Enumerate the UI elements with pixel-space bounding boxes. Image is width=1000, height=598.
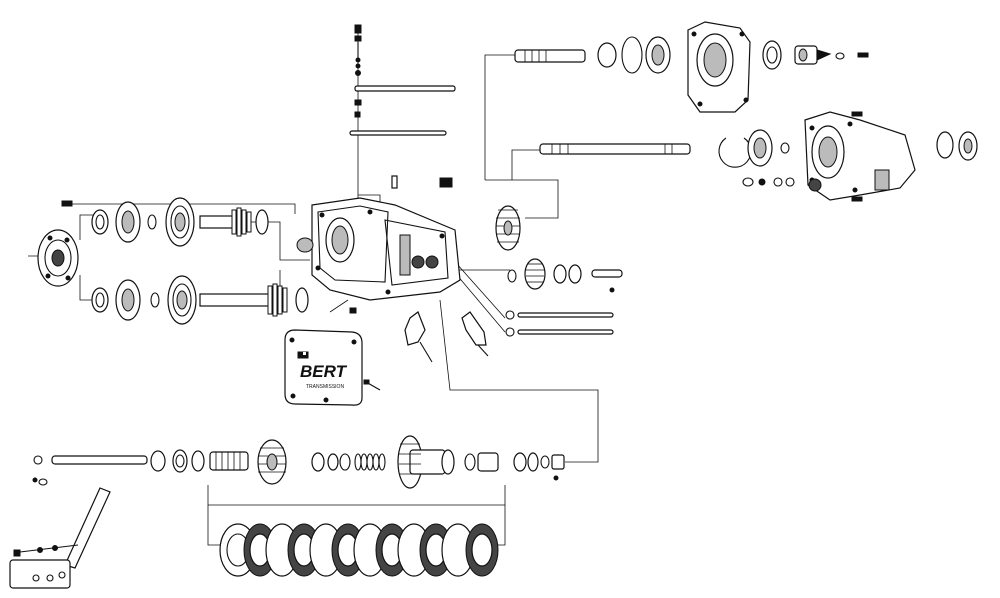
main-housing: [296, 175, 461, 314]
input-shaft-lower: [539, 129, 790, 168]
input-shaft-upper: [514, 36, 671, 74]
bellhousing-upper: [687, 21, 869, 113]
yoke-flange: [37, 200, 79, 287]
selector-rods: [505, 310, 614, 337]
bert-cover-plate: BERT TRANSMISSION: [284, 329, 381, 406]
bert-sub-text: TRANSMISSION: [306, 384, 344, 390]
bert-logo-text: BERT: [300, 362, 348, 381]
shift-rod-stack: [349, 24, 456, 136]
tailhousing: [742, 111, 978, 202]
shift-rod-1: [354, 85, 456, 92]
upper-output-assembly: [91, 197, 269, 247]
shift-rod-2: [349, 130, 447, 136]
countershaft-gear-row: [507, 258, 623, 293]
shift-forks: [404, 311, 489, 363]
main-shaft-assembly: [33, 435, 565, 489]
spring: [354, 453, 386, 471]
clutch-disc-pack: [219, 523, 499, 577]
lower-output-assembly: [91, 275, 309, 325]
bert-logo: BERT TRANSMISSION: [297, 351, 348, 390]
shift-lever: [9, 477, 111, 589]
middle-gear: [495, 205, 521, 251]
